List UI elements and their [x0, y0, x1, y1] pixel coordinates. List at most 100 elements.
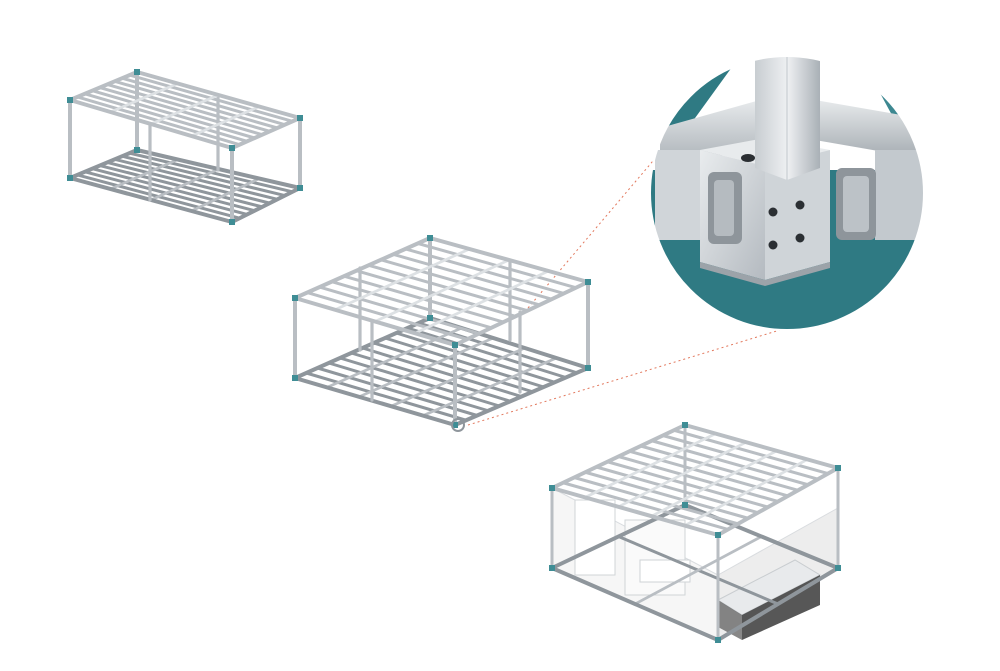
floor-beam [68, 148, 139, 180]
roof-joist [333, 247, 471, 312]
roof-beam [716, 466, 840, 537]
roof-beam [293, 236, 432, 300]
leader-line-lower [467, 329, 781, 426]
floor-slat [338, 356, 501, 408]
floor-slat [304, 371, 468, 422]
corner-fitting [549, 485, 555, 491]
roof-slat [672, 428, 830, 476]
corner-fitting [835, 465, 841, 471]
corner-joint-detail [649, 55, 925, 331]
twin-frame-assembly [292, 235, 591, 432]
corner-fitting [427, 235, 433, 241]
corner-fitting [452, 422, 458, 428]
corner-fitting [134, 147, 140, 153]
floor-beam [293, 376, 457, 427]
corner-fitting [292, 375, 298, 381]
roof-joist [583, 432, 717, 499]
roof-slat [617, 455, 780, 503]
roof-beam [550, 486, 720, 537]
corner-fitting [297, 115, 303, 121]
corner-fitting [297, 185, 303, 191]
corner-fitting [229, 219, 235, 225]
roof-slat [583, 470, 750, 520]
floor-joist [109, 158, 180, 191]
roof-joist [149, 93, 220, 126]
corner-fitting [715, 637, 721, 643]
leader-line-upper [527, 147, 665, 309]
floor-beam [293, 316, 432, 380]
floor-slat [316, 366, 479, 417]
floor-beam [716, 566, 840, 642]
roof-slat [594, 465, 760, 515]
corner-fitting [452, 342, 458, 348]
corner-fitting [835, 565, 841, 571]
roof-beam [230, 116, 302, 150]
floor-joist [357, 336, 495, 399]
corner-fitting [585, 365, 591, 371]
roof-slat [605, 460, 770, 509]
roof-beam [68, 70, 139, 102]
roof-joist [109, 82, 180, 114]
roof-slat [572, 476, 740, 526]
roof-joist [413, 269, 550, 335]
detail-post-socket [741, 154, 755, 162]
floor-slat [383, 336, 546, 389]
roof-joist [683, 458, 809, 527]
detail-rail-face-left [655, 150, 705, 240]
floor-beam [453, 366, 590, 427]
roof-beam [453, 280, 590, 347]
floor-slat [406, 326, 568, 379]
roof-beam [428, 236, 590, 284]
floor-slat [394, 331, 557, 384]
roof-joist [190, 105, 261, 138]
roof-joist [650, 449, 779, 518]
corner-fitting [682, 422, 688, 428]
corner-fitting [715, 532, 721, 538]
roof-joist [617, 440, 748, 509]
corner-fitting [292, 295, 298, 301]
joint-callout-marker [451, 418, 465, 432]
floor-joist [149, 167, 220, 202]
roof-beam [550, 423, 687, 490]
bed [639, 559, 691, 583]
finished-module-interior [549, 422, 841, 643]
roof-beam [135, 70, 302, 120]
detail-leader-lines [467, 147, 781, 426]
corner-fitting [549, 565, 555, 571]
roof-beam [683, 423, 840, 470]
roof-slat [661, 434, 820, 481]
detail-bolt-hole-3 [768, 240, 778, 250]
detail-corner-block-right [765, 150, 830, 280]
roof-beam [293, 296, 457, 347]
detail-bolt-hole-2 [795, 200, 805, 210]
corner-fitting [682, 502, 688, 508]
floor-beam [550, 503, 687, 570]
detail-rail-face-right [875, 150, 924, 240]
detail-bolt-hole-1 [768, 207, 778, 217]
floor-joist [633, 535, 763, 606]
floor-slat [349, 351, 512, 403]
empty-steel-frame [67, 69, 303, 225]
roof-joist [373, 258, 511, 323]
floor-joist [325, 326, 463, 389]
corner-fitting [67, 97, 73, 103]
roof-beam [68, 98, 234, 150]
floor-joist [190, 177, 261, 213]
floor-slat [361, 346, 523, 398]
roof-slat [561, 481, 730, 531]
bathroom-partition [574, 499, 616, 576]
corner-fitting [134, 69, 140, 75]
floor-beam [550, 566, 720, 642]
floor-beam [230, 186, 302, 224]
corner-fitting [427, 315, 433, 321]
roof-slat [628, 449, 790, 498]
floor-slat [327, 361, 490, 413]
roof-slat [639, 444, 800, 492]
floor-joist [389, 346, 527, 408]
corner-fitting [67, 175, 73, 181]
roof-slat [650, 439, 810, 487]
floor-joist [421, 356, 558, 417]
corner-fitting [229, 145, 235, 151]
